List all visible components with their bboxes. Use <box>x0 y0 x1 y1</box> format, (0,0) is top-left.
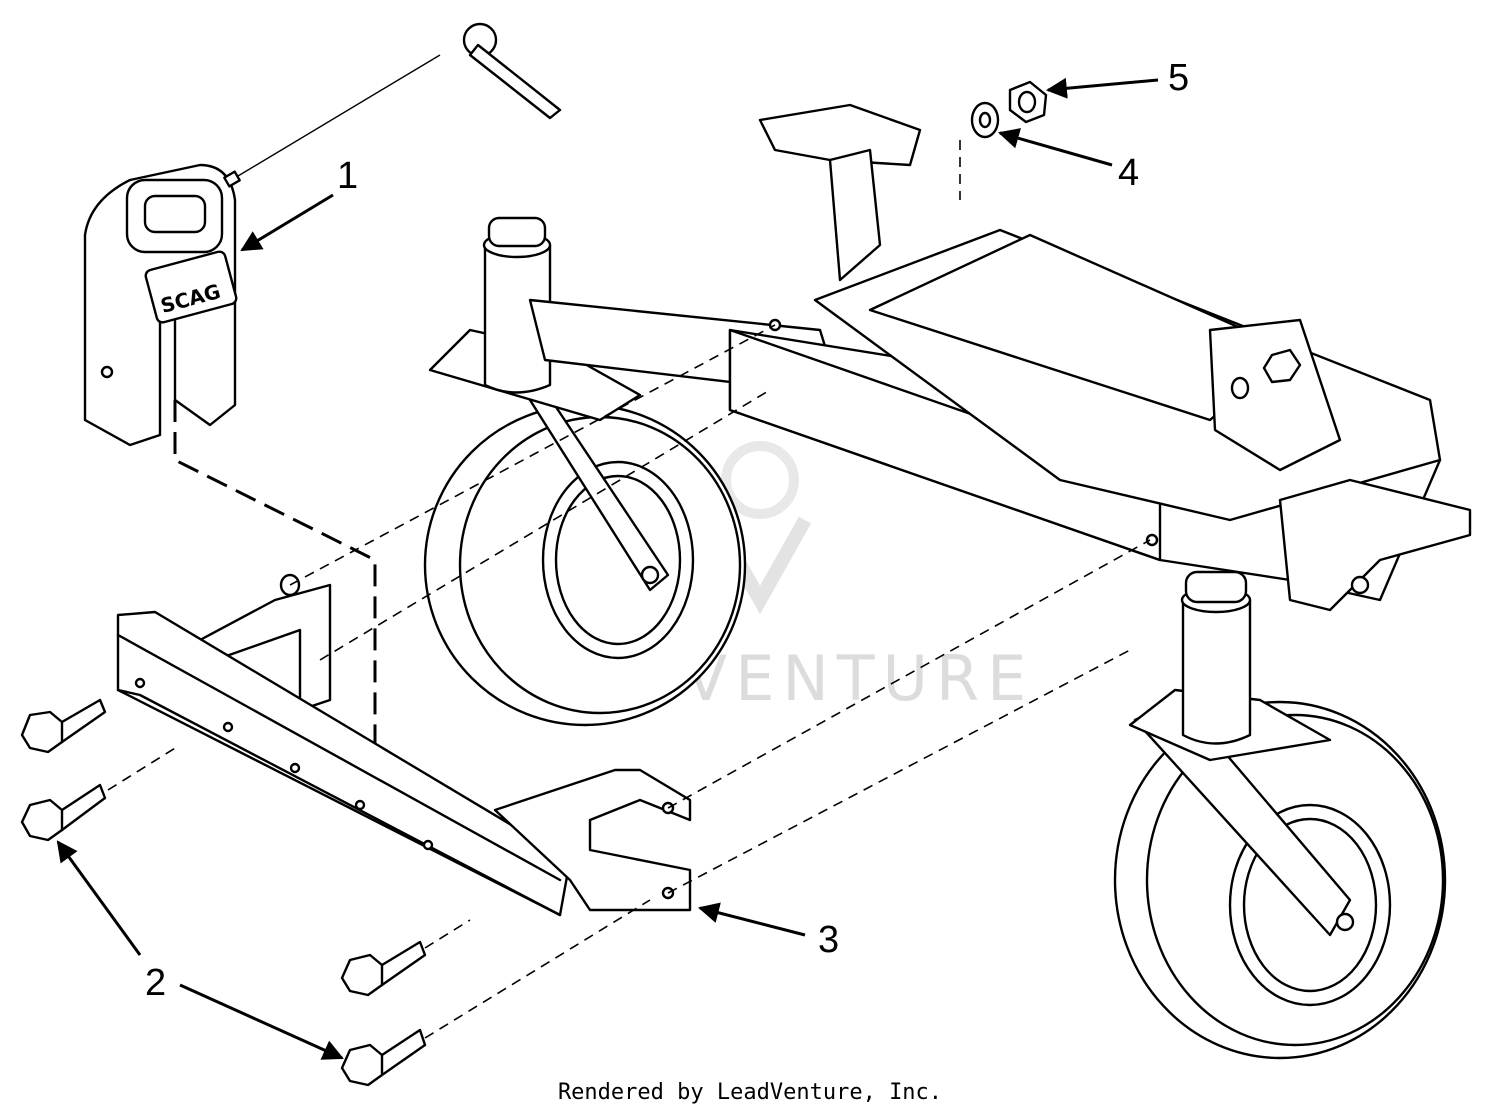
callout-4: 4 <box>1118 152 1139 194</box>
footer-credit: Rendered by LeadVenture, Inc. <box>557 1080 943 1105</box>
bolt-middle-bottom <box>340 940 427 997</box>
right-caster-wheel <box>1113 570 1447 1060</box>
callout-arrows <box>56 77 1159 1060</box>
callout-3: 3 <box>818 919 839 961</box>
mower-frame <box>528 103 1472 612</box>
callout-2: 2 <box>145 962 166 1004</box>
weight-part-1: SCAG <box>83 22 562 447</box>
callout-1: 1 <box>337 155 358 197</box>
bolt-lower-left <box>20 783 107 842</box>
bolt-upper-left <box>20 698 107 754</box>
bolt-bottom <box>340 1028 427 1087</box>
washer-part-4 <box>970 101 1000 139</box>
nut-part-5 <box>1008 80 1048 124</box>
callout-5: 5 <box>1168 57 1189 99</box>
bolts-part-2 <box>20 698 427 1087</box>
left-caster-wheel <box>423 216 747 727</box>
assembly-guide-lines <box>107 324 1151 1039</box>
